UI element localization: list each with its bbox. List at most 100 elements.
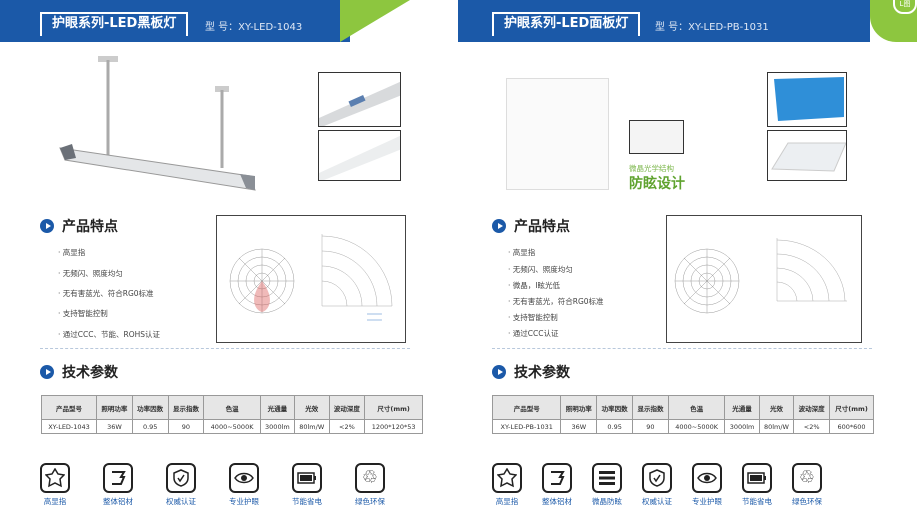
table-cell: 36W: [96, 419, 133, 434]
table-header-cell: 色温: [203, 395, 261, 420]
shield-check-icon: [642, 463, 672, 493]
left-specs-heading: 技术参数: [40, 362, 118, 382]
grid-icon: [592, 463, 622, 493]
table-header-cell: 波动深度: [328, 395, 366, 420]
table-cell: 90: [167, 419, 205, 434]
left-features-heading: 产品特点: [40, 216, 118, 236]
high-cri-feature: 高显指: [40, 463, 70, 507]
right-feature-icons: 高显指 整体铝材 微晶防眩 权威认证 专业护眼 节能省电 ♲绿色环保: [492, 463, 822, 507]
right-feature-4: · 无有害蓝光，符合RG0标准: [508, 297, 604, 306]
glare-caption-big: 防眩设计: [629, 176, 685, 192]
anti-glare-feature: 微晶防眩: [592, 463, 622, 507]
play-bullet-icon: [40, 219, 54, 233]
table-cell: 1200*120*53: [364, 419, 423, 434]
left-divider: [40, 348, 410, 349]
energy-saving-feature: 节能省电: [292, 463, 322, 507]
blackboard-light-photo: [59, 56, 256, 191]
table-cell: <2%: [328, 419, 366, 434]
aluminum-icon: [103, 463, 133, 493]
table-cell: 3000lm: [259, 419, 295, 434]
left-photometric-diagram: [216, 215, 406, 343]
eye-icon: [229, 463, 259, 493]
table-cell: <2%: [793, 419, 831, 434]
table-header-cell: 产品型号: [491, 395, 562, 420]
certification-feature: 权威认证: [166, 463, 196, 507]
battery-icon: [292, 463, 322, 493]
panel-light-photo: [506, 78, 609, 190]
right-photometric-diagram: [666, 215, 862, 343]
play-bullet-icon: [40, 365, 54, 379]
recycle-icon: ♲: [355, 463, 385, 493]
play-bullet-icon: [492, 219, 506, 233]
right-header-banner: [458, 0, 870, 42]
table-header-row: 产品型号 照明功率 功率因数 显示指数 色温 光通量 光效 波动深度 尺寸(mm…: [491, 395, 874, 420]
table-cell: 36W: [560, 419, 598, 434]
energy-saving-feature: 节能省电: [742, 463, 772, 507]
aluminum-feature: 整体铝材: [542, 463, 572, 507]
table-header-cell: 光通量: [259, 395, 295, 420]
table-header-cell: 照明功率: [96, 395, 133, 420]
left-detail-thumb-2: [318, 130, 401, 181]
right-spec-table: 产品型号 照明功率 功率因数 显示指数 色温 光通量 光效 波动深度 尺寸(mm…: [491, 395, 874, 434]
right-feature-3: · 微晶，Ⅰ眩光低: [508, 281, 560, 290]
left-feature-3: · 无有害蓝光、符合RG0标准: [58, 289, 154, 298]
glare-caption-small: 微晶光学结构: [629, 164, 674, 173]
shield-check-icon: [166, 463, 196, 493]
eye-care-feature: 专业护眼: [229, 463, 259, 507]
right-product-model: 型 号：XY-LED-PB-1031: [655, 22, 769, 33]
left-detail-thumb-1: [318, 72, 401, 127]
eye-care-feature: 专业护眼: [692, 463, 722, 507]
eco-feature: ♲绿色环保: [355, 463, 385, 507]
table-header-cell: 尺寸(mm): [829, 395, 874, 420]
table-cell: 4000~5000K: [667, 419, 726, 434]
battery-icon: [742, 463, 772, 493]
high-cri-feature: 高显指: [492, 463, 522, 507]
play-bullet-icon: [492, 365, 506, 379]
left-header-accent: [340, 0, 410, 42]
table-header-cell: 功率因数: [596, 395, 634, 420]
right-feature-6: · 通过CCC认证: [508, 329, 559, 338]
right-detail-thumb-1: [767, 72, 847, 127]
eye-icon: [692, 463, 722, 493]
right-features-heading: 产品特点: [492, 216, 570, 236]
table-cell: 0.95: [596, 419, 634, 434]
table-header-cell: 光效: [293, 395, 330, 420]
sun-icon: [40, 463, 70, 493]
table-header-cell: 照明功率: [560, 395, 598, 420]
table-header-cell: 光通量: [724, 395, 760, 420]
table-cell: 3000lm: [724, 419, 760, 434]
aluminum-icon: [542, 463, 572, 493]
table-header-cell: 产品型号: [40, 395, 98, 420]
table-header-cell: 色温: [667, 395, 726, 420]
table-cell: 80lm/W: [758, 419, 795, 434]
sun-icon: [492, 463, 522, 493]
table-cell: XY-LED-1043: [40, 419, 98, 434]
left-feature-icons: 高显指 整体铝材 权威认证 专业护眼 节能省电 ♲绿色环保: [40, 463, 385, 507]
right-specs-heading: 技术参数: [492, 362, 570, 382]
right-feature-5: · 支持智能控制: [508, 313, 558, 322]
table-cell: 90: [632, 419, 669, 434]
recycle-icon: ♲: [792, 463, 822, 493]
left-feature-5: · 通过CCC、节能、ROHS认证: [58, 330, 160, 339]
table-cell: 0.95: [131, 419, 169, 434]
left-product-model: 型 号：XY-LED-1043: [205, 22, 303, 33]
right-feature-1: · 高显指: [508, 248, 536, 257]
table-header-cell: 功率因数: [131, 395, 169, 420]
table-cell: 80lm/W: [293, 419, 330, 434]
table-cell: 600*600: [829, 419, 874, 434]
table-header-cell: 显示指数: [632, 395, 669, 420]
left-feature-2: · 无频闪、照度均匀: [58, 269, 123, 278]
corner-badge: L图: [893, 0, 917, 14]
left-product-title: 护眼系列-LED黑板灯: [40, 12, 189, 36]
aluminum-feature: 整体铝材: [103, 463, 133, 507]
table-header-cell: 波动深度: [793, 395, 831, 420]
table-header-cell: 显示指数: [167, 395, 205, 420]
table-header-cell: 尺寸(mm): [364, 395, 423, 420]
right-divider: [492, 348, 872, 349]
table-header-row: 产品型号 照明功率 功率因数 显示指数 色温 光通量 光效 波动深度 尺寸(mm…: [40, 395, 423, 420]
table-cell: 4000~5000K: [203, 419, 261, 434]
table-row: XY-LED-PB-1031 36W 0.95 90 4000~5000K 30…: [491, 419, 874, 434]
table-header-cell: 光效: [758, 395, 795, 420]
certification-feature: 权威认证: [642, 463, 672, 507]
left-feature-1: · 高显指: [58, 248, 86, 257]
